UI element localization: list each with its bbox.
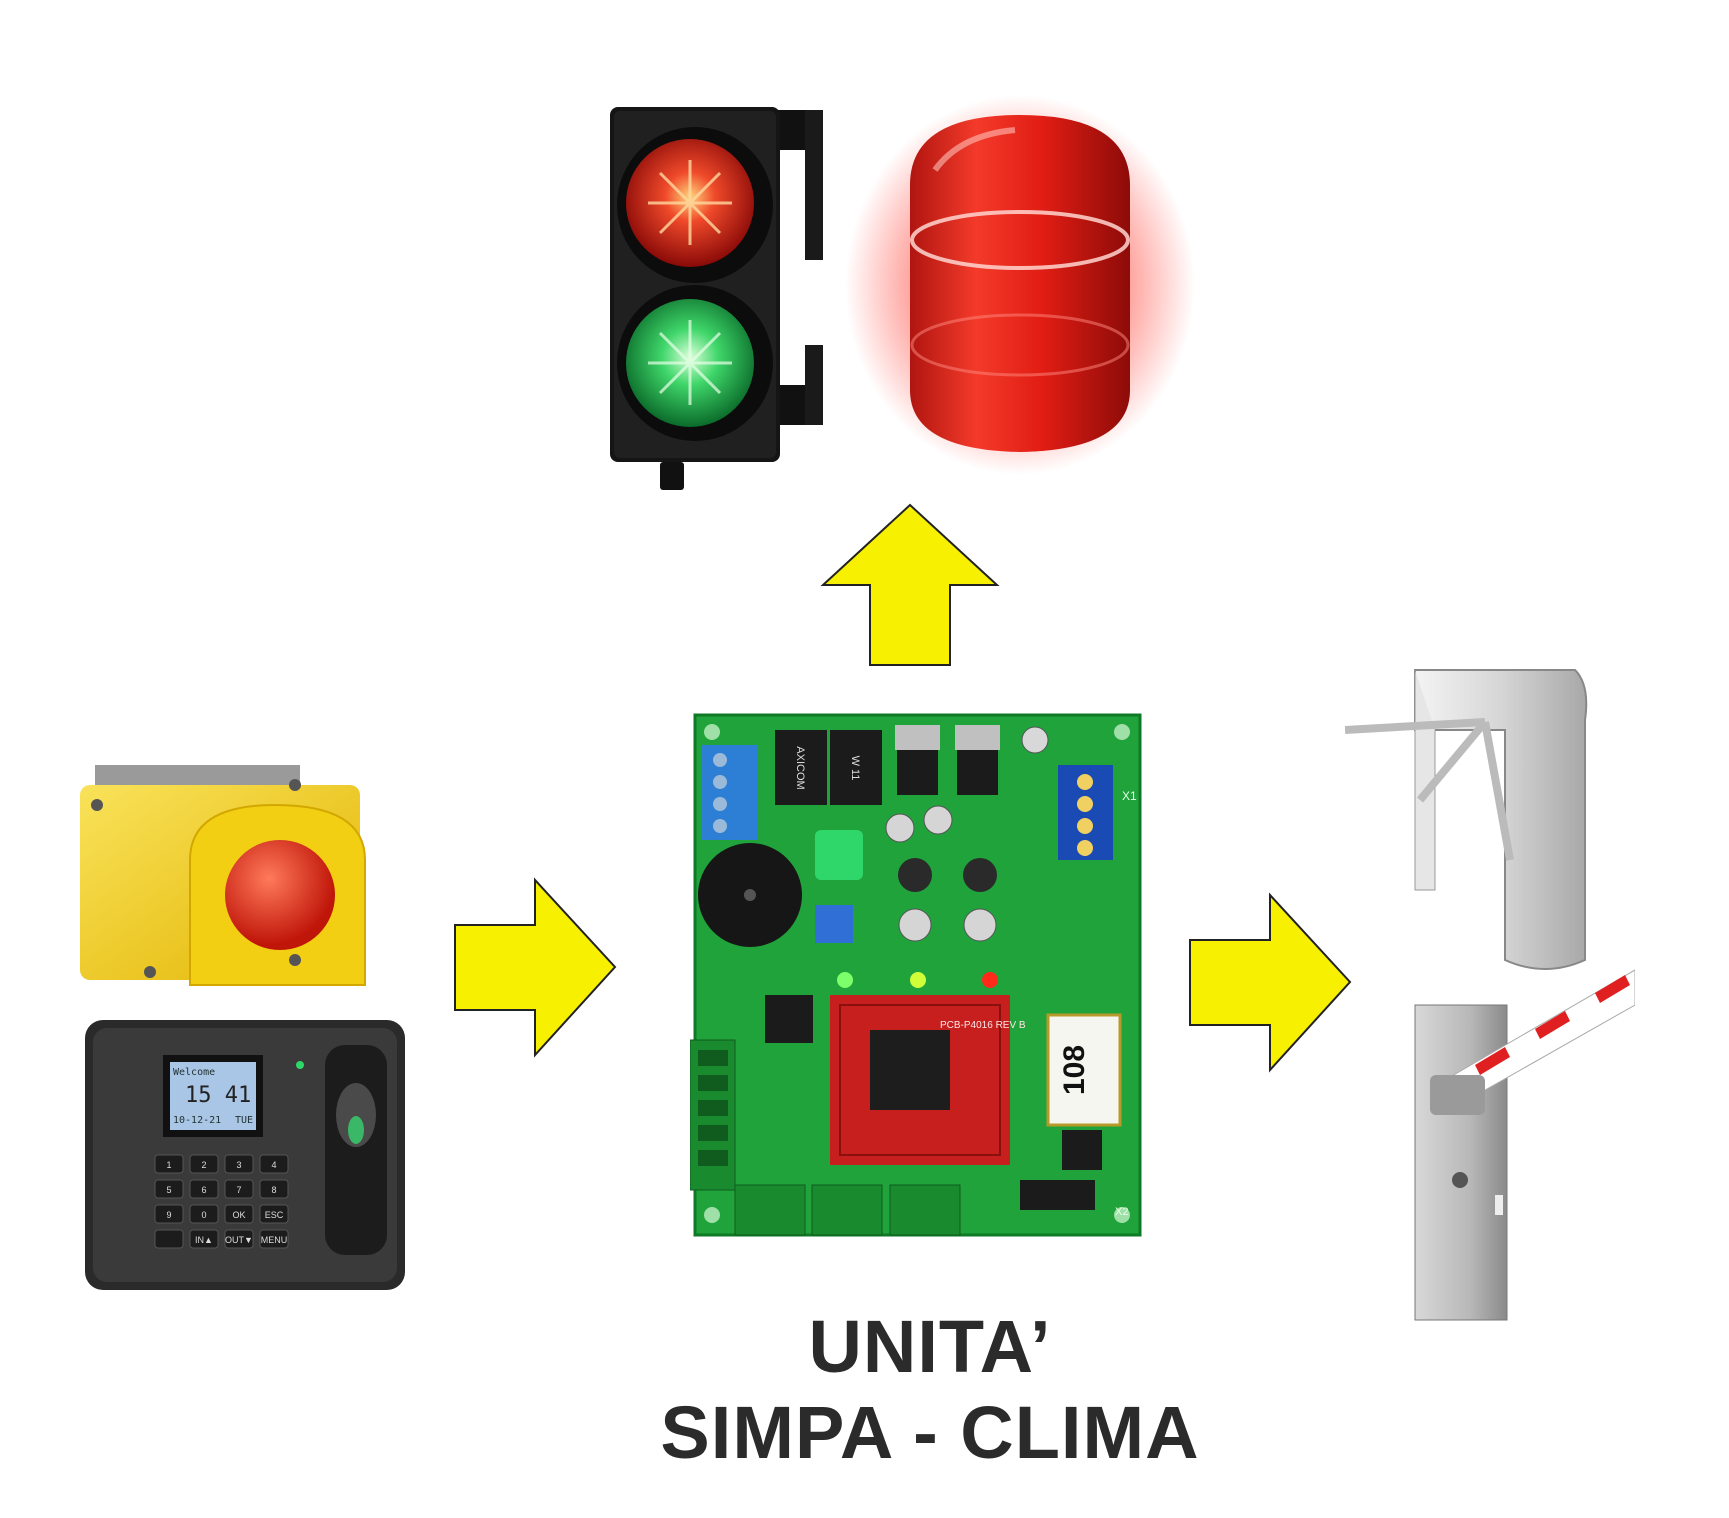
key-4: 4: [271, 1160, 276, 1170]
key-0: 0: [201, 1210, 206, 1220]
arrow-up-icon: [815, 500, 1005, 670]
title-line-2: SIMPA - CLIMA: [660, 1391, 1200, 1474]
traffic-light-icon: [600, 105, 830, 495]
key-5: 5: [166, 1185, 171, 1195]
key-out: OUT▼: [225, 1235, 253, 1245]
board-number-label: 108: [1058, 1045, 1091, 1095]
red-beacon-icon: [840, 90, 1200, 480]
relay-brand-label: AXICOM: [794, 746, 806, 789]
lcd-date: 10-12-21: [173, 1115, 221, 1126]
lcd-time: 15 41: [185, 1083, 251, 1108]
road-barrier-icon: [1405, 965, 1635, 1325]
relay-model-label: W 11: [849, 756, 861, 781]
key-8: 8: [271, 1185, 276, 1195]
connector-x1-label: X1: [1122, 789, 1137, 803]
key-menu: MENU: [261, 1235, 288, 1245]
connector-x2-label: X2: [1115, 1206, 1128, 1218]
fingerprint-terminal-icon: Welcome 15 41 10-12-21 TUE 1 2 3 4 5 6 7…: [85, 1020, 405, 1290]
key-3: 3: [236, 1160, 241, 1170]
title-line-1: UNITA’: [808, 1305, 1052, 1388]
arrow-right-input-icon: [450, 875, 620, 1060]
control-board-icon: AXICOM W 11 X1: [690, 710, 1150, 1240]
lcd-day: TUE: [235, 1115, 253, 1126]
key-2: 2: [201, 1160, 206, 1170]
emergency-button-icon: [75, 750, 375, 990]
pcb-code-label: PCB-P4016 REV B: [940, 1020, 1026, 1031]
key-9: 9: [166, 1210, 171, 1220]
arrow-right-output-icon: [1185, 890, 1355, 1075]
lcd-welcome: Welcome: [173, 1067, 215, 1078]
key-7: 7: [236, 1185, 241, 1195]
key-esc: ESC: [265, 1210, 284, 1220]
key-ok: OK: [232, 1210, 245, 1220]
turnstile-icon: [1345, 660, 1595, 980]
key-1: 1: [166, 1160, 171, 1170]
key-6: 6: [201, 1185, 206, 1195]
key-in: IN▲: [195, 1235, 213, 1245]
